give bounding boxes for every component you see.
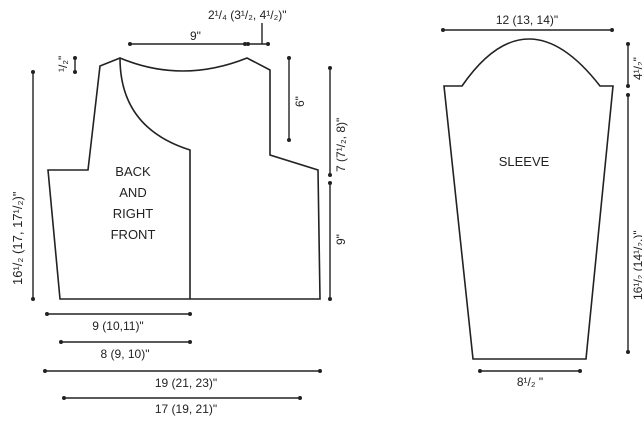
full-width-dimension-2: 17 (19, 21)": [62, 396, 302, 416]
svg-text:7 (7¹/₂, 8)": 7 (7¹/₂, 8)": [334, 118, 348, 172]
svg-text:12 (13, 14)": 12 (13, 14)": [496, 13, 558, 27]
sleeve-upper-width-dimension: 12 (13, 14)": [441, 13, 614, 32]
half-width-dimension-2: 8 (9, 10)": [59, 340, 192, 361]
svg-text:AND: AND: [119, 185, 146, 200]
sleeve-outline: [443, 38, 614, 360]
sleeve-label: SLEEVE: [499, 154, 550, 169]
svg-text:6": 6": [293, 96, 307, 107]
armhole-dimension: 7 (7¹/₂, 8)": [328, 66, 348, 177]
svg-text:9": 9": [190, 29, 201, 43]
svg-text:9": 9": [334, 234, 348, 245]
sleeve-length-dimension: 16¹/₂ (14¹/₂,)": [626, 93, 642, 354]
back-piece-outline: [47, 57, 321, 300]
svg-text:19 (21, 23)": 19 (21, 23)": [155, 376, 217, 390]
svg-text:17 (19, 21)": 17 (19, 21)": [155, 402, 217, 416]
svg-text:2¹/₄ (3¹/₂, 4¹/₂)": 2¹/₄ (3¹/₂, 4¹/₂)": [208, 8, 286, 22]
shoulder-width-dimension: 2¹/₄ (3¹/₂, 4¹/₂)": [208, 8, 286, 46]
svg-text:8 (9, 10)": 8 (9, 10)": [101, 347, 150, 361]
sleeve-cuff-dimension: 8¹/₂ ": [478, 369, 582, 389]
front-neck-curve: [119, 57, 191, 299]
svg-text:¹/₂": ¹/₂": [56, 56, 70, 72]
shoulder-depth-dimension: 6": [287, 56, 307, 142]
side-length-dimension: 9": [328, 181, 348, 301]
svg-text:RIGHT: RIGHT: [113, 206, 154, 221]
svg-text:FRONT: FRONT: [111, 227, 156, 242]
svg-text:4¹/₂": 4¹/₂": [631, 57, 642, 80]
svg-text:9 (10,11)": 9 (10,11)": [92, 319, 143, 333]
svg-text:16¹/₂ (17, 17¹/₂)": 16¹/₂ (17, 17¹/₂)": [10, 191, 25, 285]
half-width-dimension-1: 9 (10,11)": [45, 312, 192, 333]
length-dimension: 16¹/₂ (17, 17¹/₂)": [10, 70, 35, 301]
svg-text:16¹/₂ (14¹/₂,)": 16¹/₂ (14¹/₂,)": [631, 230, 642, 300]
neck-drop-dimension: ¹/₂": [56, 56, 77, 74]
svg-text:8¹/₂ ": 8¹/₂ ": [517, 375, 543, 389]
neck-width-dimension: 9": [128, 29, 247, 46]
sleeve-cap-dimension: 4¹/₂": [626, 42, 642, 88]
full-width-dimension-1: 19 (21, 23)": [43, 369, 322, 390]
back-piece-label: BACK AND RIGHT FRONT: [111, 164, 156, 242]
svg-text:BACK: BACK: [115, 164, 151, 179]
